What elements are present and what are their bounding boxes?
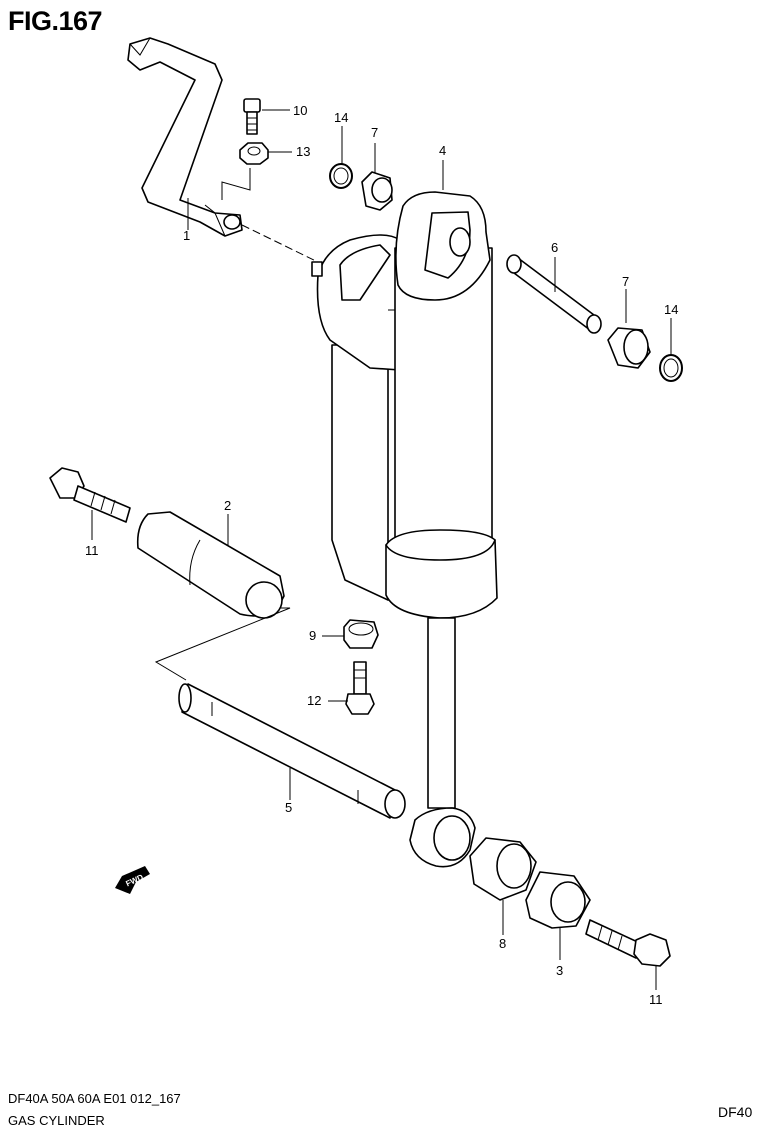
footer-model: DF40 — [718, 1104, 753, 1120]
callout-4: 4 — [439, 143, 446, 158]
sleeve-part-2 — [136, 511, 291, 681]
bolt-part-11-left — [49, 467, 131, 540]
bolt-part-12 — [328, 661, 375, 715]
collar-part-3 — [525, 871, 591, 960]
spacer-part-9 — [322, 619, 379, 649]
callout-10: 10 — [293, 103, 307, 118]
fwd-direction-badge: FWD — [115, 866, 150, 894]
bolt-part-10 — [243, 98, 290, 135]
pin-part-6 — [506, 254, 602, 334]
callout-12: 12 — [307, 693, 321, 708]
nut-part-13 — [221, 142, 292, 200]
callout-14-lower: 14 — [664, 302, 678, 317]
callout-11-right: 11 — [649, 992, 663, 1007]
callout-2: 2 — [224, 498, 231, 513]
callout-9: 9 — [309, 628, 316, 643]
callout-7-lower: 7 — [622, 274, 629, 289]
bracket-part-1 — [127, 37, 319, 263]
callout-8: 8 — [499, 936, 506, 951]
bushing-part-7-upper — [361, 143, 393, 211]
cylinder-body-back — [311, 234, 401, 601]
callout-6: 6 — [551, 240, 558, 255]
footer-figure-name: GAS CYLINDER — [8, 1113, 105, 1128]
bolt-part-11-right — [585, 919, 671, 990]
callout-1: 1 — [183, 228, 190, 243]
circlip-part-14-lower — [659, 318, 683, 382]
callout-13: 13 — [296, 144, 310, 159]
footer-figure-code: DF40A 50A 60A E01 012_167 — [8, 1091, 181, 1106]
circlip-part-14-upper — [329, 126, 353, 189]
shaft-part-5 — [178, 683, 406, 819]
callout-3: 3 — [556, 963, 563, 978]
callout-14-upper: 14 — [334, 110, 348, 125]
callout-11-left: 11 — [85, 543, 99, 558]
bushing-part-7-lower — [607, 289, 651, 369]
figure-title: FIG.167 — [8, 6, 103, 36]
callout-5: 5 — [285, 800, 292, 815]
callout-7-upper: 7 — [371, 125, 378, 140]
gas-cylinder-part-4 — [385, 160, 498, 868]
bushing-part-8 — [469, 837, 537, 935]
